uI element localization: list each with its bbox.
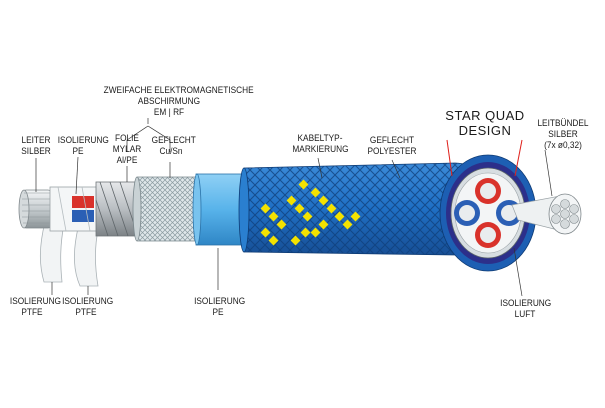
marking-square — [268, 235, 279, 246]
insulation-ptfe-1-label: ISOLIERUNG PTFE — [9, 296, 61, 317]
copper-braid-layer — [132, 176, 199, 242]
conductor-strands — [18, 189, 53, 229]
marking-square — [310, 187, 321, 198]
insulation-pe-bottom-label: ISOLIERUNG PE — [194, 296, 246, 317]
marking-square — [290, 235, 301, 246]
marking-square — [318, 195, 329, 206]
star-quad-label: STAR QUAD DESIGN — [445, 108, 525, 138]
marking-square — [294, 203, 305, 214]
marking-square — [318, 219, 329, 230]
marking-square — [334, 211, 345, 222]
marking-square — [302, 211, 313, 222]
marking-square — [350, 211, 361, 222]
insulation-tails — [39, 221, 99, 287]
marking-square — [342, 219, 353, 230]
pe-jacket-layer — [192, 173, 247, 246]
foil-label: FOLIE MYLAR Al/PE — [112, 133, 142, 165]
marking-square — [286, 195, 297, 206]
conductor-bundle-label: LEITBÜNDEL SILBER (7x ø0,32) — [537, 118, 589, 150]
conductor-label: LEITER SILBER — [21, 135, 51, 156]
shield-title-label: ZWEIFACHE ELEKTROMAGNETISCHE ABSCHIRMUNG… — [103, 85, 254, 117]
marking-square — [310, 227, 321, 238]
star-quad-pointer-lines — [446, 139, 523, 177]
quad-conductors — [454, 178, 522, 248]
star-quad-cross-section — [439, 154, 537, 272]
outer-braid-jacket — [238, 162, 493, 256]
type-marking-label: KABELTYP- MARKIERUNG — [292, 133, 349, 154]
pair-insulation — [49, 186, 99, 232]
leader-lines — [35, 118, 553, 297]
foil-layer — [95, 181, 139, 237]
marking-square — [298, 179, 309, 190]
marking-square — [268, 211, 279, 222]
marking-square — [260, 227, 271, 238]
insulation-ptfe-2-label: ISOLIERUNG PTFE — [62, 296, 114, 317]
marking-square — [300, 227, 311, 238]
braid-cu-label: GEFLECHT Cu/Sn — [151, 135, 196, 156]
marking-square — [276, 219, 287, 230]
insulation-pe-top-label: ISOLIERUNG PE — [57, 135, 109, 156]
marking-square — [260, 203, 271, 214]
braid-polyester-label: GEFLECHT POLYESTER — [367, 135, 417, 156]
type-marking-squares — [260, 179, 361, 246]
marking-square — [326, 203, 337, 214]
insulation-air-label: ISOLIERUNG LUFT — [500, 298, 552, 319]
conductor-bundle — [511, 193, 582, 235]
